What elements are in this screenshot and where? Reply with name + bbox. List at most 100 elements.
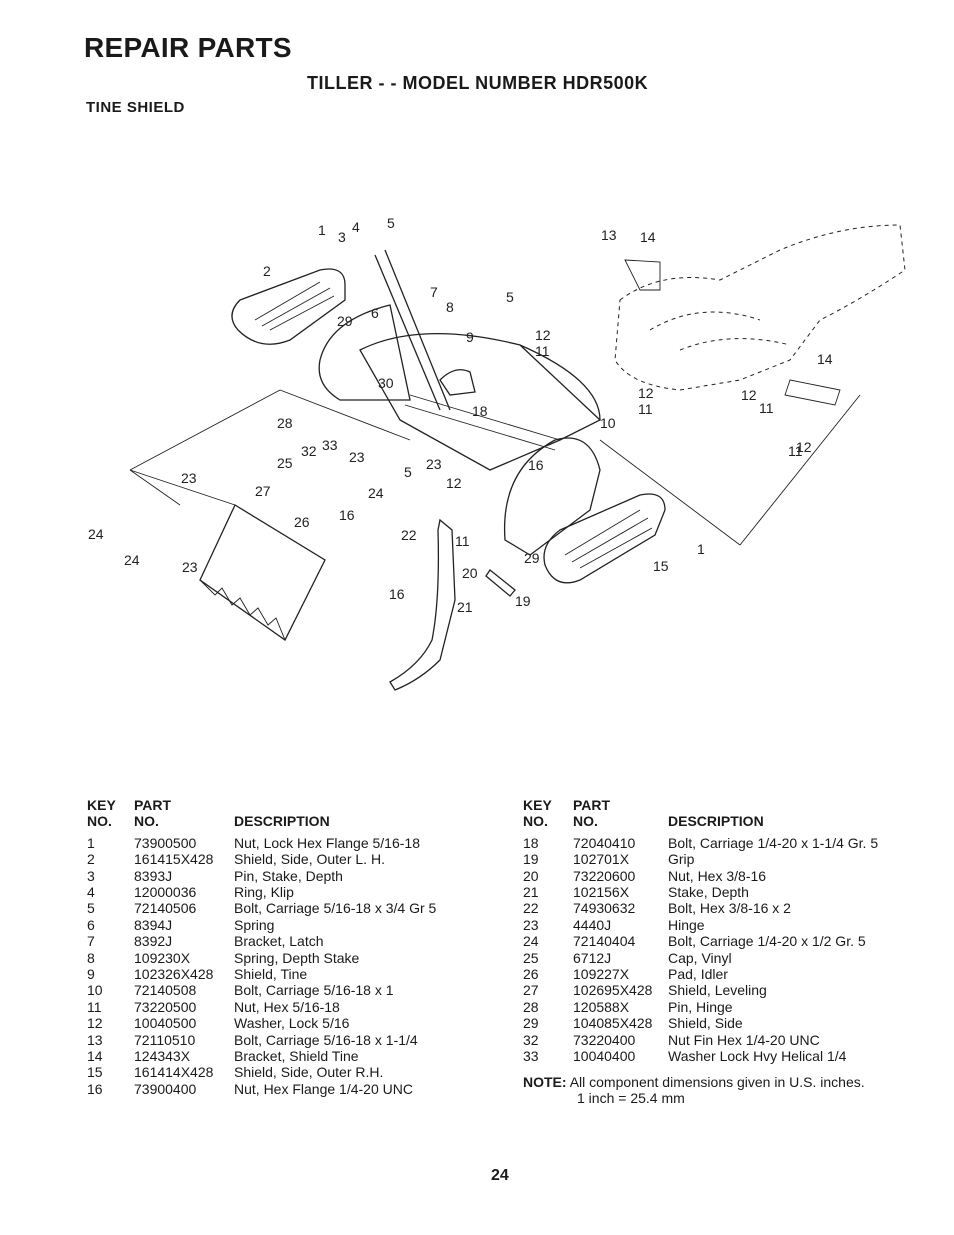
part-header: NO. [573,813,598,830]
note-text: All component dimensions given in U.S. i… [569,1074,865,1090]
part-no-cell: 102701X [573,851,630,868]
callout-label: 19 [515,593,531,609]
part-no-cell: 8393J [134,867,173,884]
part-no-cell: 124343X [134,1047,191,1064]
right-side-shield [543,493,666,584]
key-no-cell: 27 [523,982,539,999]
key-no-cell: 11 [87,998,102,1015]
key-no-cell: 32 [523,1031,539,1048]
description-cell: Pin, Stake, Depth [234,867,343,884]
part-no-cell: 72040410 [573,834,636,851]
callout-label: 13 [601,227,617,243]
description-header: DESCRIPTION [668,813,764,830]
key-no-cell: 10 [87,982,103,999]
part-no-cell: 8394J [134,916,173,933]
key-no-cell: 22 [523,900,539,917]
callout-label: 6 [371,305,379,321]
callout-label: 18 [472,403,488,419]
callout-label: 14 [640,229,656,245]
key-no-cell: 25 [523,949,539,966]
key-no-cell: 26 [523,965,539,982]
shield-bracket [624,259,661,291]
part-no-cell: 72110510 [134,1031,196,1048]
key-no-cell: 21 [523,883,539,900]
part-no-cell: 72140506 [134,900,197,917]
callout-label: 23 [181,470,197,486]
callout-label: 22 [401,527,417,543]
model-subtitle: TILLER - - MODEL NUMBER HDR500K [307,73,649,93]
key-no-cell: 15 [87,1064,103,1081]
page-title: REPAIR PARTS [84,32,292,63]
callout-label: 3 [338,229,346,245]
callout-label: 1 [318,222,326,238]
description-cell: Washer, Lock 5/16 [234,1015,350,1032]
callout-label: 12 [535,327,551,343]
description-cell: Bolt, Carriage 1/4-20 x 1/2 Gr. 5 [668,933,866,950]
part-no-cell: 161415X428 [134,851,214,868]
description-cell: Shield, Leveling [668,982,767,999]
callout-label: 24 [368,485,384,501]
key-no-cell: 20 [523,867,539,884]
part-no-cell: 120588X [573,998,630,1015]
callout-label: 2 [263,263,271,279]
description-cell: Nut Fin Hex 1/4-20 UNC [668,1031,820,1048]
description-cell: Ring, Klip [234,883,294,900]
key-no-cell: 13 [87,1031,103,1048]
key-no-cell: 2 [87,851,95,868]
key-no-cell: 18 [523,834,539,851]
right-side-plate [503,437,601,556]
callout-label: 20 [462,565,478,581]
part-no-cell: 74930632 [573,900,636,917]
description-header: DESCRIPTION [234,813,330,830]
callout-label: 29 [524,550,540,566]
callout-label: 5 [387,215,395,231]
description-cell: Bolt, Carriage 5/16-18 x 1 [234,982,394,999]
part-no-cell: 6712J [573,949,612,966]
description-cell: Hinge [668,916,705,933]
depth-stake [389,518,456,691]
part-no-cell: 12000036 [134,883,197,900]
part-header: PART [134,797,172,813]
part-no-cell: 73220500 [134,998,197,1015]
description-cell: Bracket, Shield Tine [234,1047,359,1064]
part-no-cell: 109230X [134,949,191,966]
callout-label: 24 [88,526,104,542]
description-cell: Bolt, Carriage 1/4-20 x 1-1/4 Gr. 5 [668,834,879,851]
callout-label: 32 [301,443,317,459]
part-no-cell: 73900400 [134,1080,197,1097]
callout-label: 12 [796,439,812,455]
callout-label: 23 [182,559,198,575]
callout-label: 1 [697,541,705,557]
key-no-cell: 6 [87,916,95,933]
key-no-cell: 3 [87,867,95,884]
part-no-cell: 10040500 [134,1015,197,1032]
description-cell: Bolt, Carriage 5/16-18 x 1-1/4 [234,1031,418,1048]
callout-label: 28 [277,415,293,431]
description-cell: Bolt, Carriage 5/16-18 x 3/4 Gr 5 [234,900,437,917]
dimensions-note: NOTE: All component dimensions given in … [523,1074,865,1107]
key-no-cell: 16 [87,1080,103,1097]
description-cell: Stake, Depth [668,883,749,900]
part-header: NO. [134,813,159,830]
callout-label: 12 [638,385,654,401]
callout-label: 33 [322,437,338,453]
parts-table-row: 18 72040410 Bolt, Carriage 1/4-20 x 1-1/4 … [523,835,878,851]
left-side-shield [231,268,346,345]
callout-label: 23 [349,449,365,465]
parts-table-row: 3 8393J Pin, Stake, Depth [87,868,436,884]
description-cell: Cap, Vinyl [668,949,732,966]
description-cell: Pin, Hinge [668,998,733,1015]
description-cell: Shield, Side, Outer L. H. [234,851,385,868]
